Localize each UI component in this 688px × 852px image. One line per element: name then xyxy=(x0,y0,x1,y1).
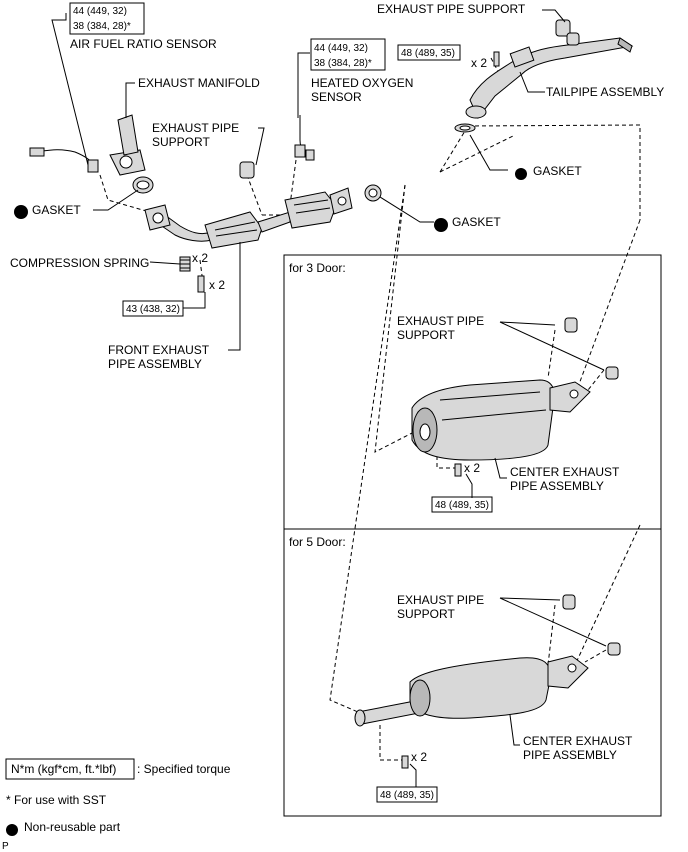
door5-frame xyxy=(283,528,662,817)
legend-nonreusable-dot xyxy=(6,824,18,836)
label-front-exhaust-pipe-line2: PIPE ASSEMBLY xyxy=(108,357,202,371)
qty-compression-spring: x 2 xyxy=(192,251,208,265)
nonreusable-dot-gasket-tailpipe xyxy=(515,168,527,180)
torque-ho2-sensor-line1: 44 (449, 32) xyxy=(314,43,368,54)
torque-af-sensor-line2: 38 (384, 28)* xyxy=(73,21,131,32)
compression-spring-part xyxy=(179,256,191,272)
label-gasket-center: GASKET xyxy=(452,215,501,229)
torque-af-sensor-line1: 44 (449, 32) xyxy=(73,6,127,17)
tailpipe-torque-box xyxy=(397,44,461,61)
qty-door3-bolts: x 2 xyxy=(464,461,480,475)
label-heated-oxygen-sensor-line1: HEATED OXYGEN xyxy=(311,76,413,90)
heated-oxygen-sensor-part xyxy=(294,115,315,161)
af-sensor-torque-box xyxy=(69,2,145,35)
corner-mark: P xyxy=(2,841,9,852)
exhaust-pipe-support-top-part xyxy=(555,19,580,46)
legend-torque-unit: N*m (kgf*cm, ft.*lbf) xyxy=(11,762,116,776)
door3-title: for 3 Door: xyxy=(289,261,346,275)
label-front-exhaust-pipe-line1: FRONT EXHAUST xyxy=(108,343,210,357)
air-fuel-ratio-sensor-part xyxy=(29,147,99,173)
label-tailpipe-assembly: TAILPIPE ASSEMBLY xyxy=(546,85,664,99)
label-exhaust-pipe-support-front-line2: SUPPORT xyxy=(152,135,210,149)
legend-sst-note: * For use with SST xyxy=(6,793,107,807)
door5-center-label-line2: PIPE ASSEMBLY xyxy=(523,748,617,762)
qty-door5-bolts: x 2 xyxy=(411,750,427,764)
door3-support-label-line1: EXHAUST PIPE xyxy=(397,314,484,328)
door5-title: for 5 Door: xyxy=(289,535,346,549)
label-gasket-front: GASKET xyxy=(32,203,81,217)
door5-center-pipe-part xyxy=(354,655,589,727)
torque-door5: 48 (489, 35) xyxy=(380,790,434,801)
label-air-fuel-ratio-sensor: AIR FUEL RATIO SENSOR xyxy=(70,37,217,51)
gasket-front-part xyxy=(132,176,154,194)
label-compression-spring: COMPRESSION SPRING xyxy=(10,256,149,270)
door5-center-label-line1: CENTER EXHAUST xyxy=(523,734,633,748)
door3-center-label-line1: CENTER EXHAUST xyxy=(510,465,620,479)
exhaust-manifold-part xyxy=(109,114,146,176)
label-exhaust-pipe-support-front-line1: EXHAUST PIPE xyxy=(152,121,239,135)
door3-torque-box xyxy=(431,496,493,513)
tailpipe-bolt xyxy=(493,51,500,67)
gasket-center-part xyxy=(364,184,382,202)
qty-tailpipe-bolts: x 2 xyxy=(471,56,487,70)
legend-torque-box xyxy=(5,758,135,780)
label-exhaust-manifold: EXHAUST MANIFOLD xyxy=(138,76,260,90)
leader-lines xyxy=(51,9,607,787)
door3-center-label-line2: PIPE ASSEMBLY xyxy=(510,479,604,493)
qty-front-pipe-bolts: x 2 xyxy=(209,278,225,292)
door5-bolt xyxy=(401,755,409,769)
label-heated-oxygen-sensor-line2: SENSOR xyxy=(311,90,362,104)
door3-center-pipe-part xyxy=(411,379,591,461)
ho2-sensor-torque-box xyxy=(310,38,386,71)
legend-torque-desc: : Specified torque xyxy=(137,762,231,776)
torque-front-pipe: 43 (438, 32) xyxy=(126,304,180,315)
door3-bolt xyxy=(454,463,462,477)
legend-nonreusable: Non-reusable part xyxy=(24,820,121,834)
door5-torque-box xyxy=(376,786,438,803)
nonreusable-dot-gasket-front xyxy=(14,205,28,219)
gasket-tailpipe-part xyxy=(454,123,476,133)
torque-door3: 48 (489, 35) xyxy=(435,500,489,511)
label-gasket-tailpipe: GASKET xyxy=(533,164,582,178)
tailpipe-assembly xyxy=(465,37,634,119)
front-pipe-bolt xyxy=(197,275,205,293)
torque-ho2-sensor-line2: 38 (384, 28)* xyxy=(314,58,372,69)
front-exhaust-pipe-part xyxy=(144,187,353,249)
label-exhaust-pipe-support-top: EXHAUST PIPE SUPPORT xyxy=(377,2,526,16)
nonreusable-dot-gasket-center xyxy=(434,218,448,232)
door5-support-label-line2: SUPPORT xyxy=(397,607,455,621)
door5-support-part xyxy=(562,594,621,656)
door3-support-part xyxy=(564,317,619,380)
door3-support-label-line2: SUPPORT xyxy=(397,328,455,342)
door5-support-label-line1: EXHAUST PIPE xyxy=(397,593,484,607)
torque-tailpipe: 48 (489, 35) xyxy=(401,48,455,59)
exhaust-pipe-support-front-part xyxy=(239,161,255,179)
front-pipe-torque-box xyxy=(122,300,184,317)
